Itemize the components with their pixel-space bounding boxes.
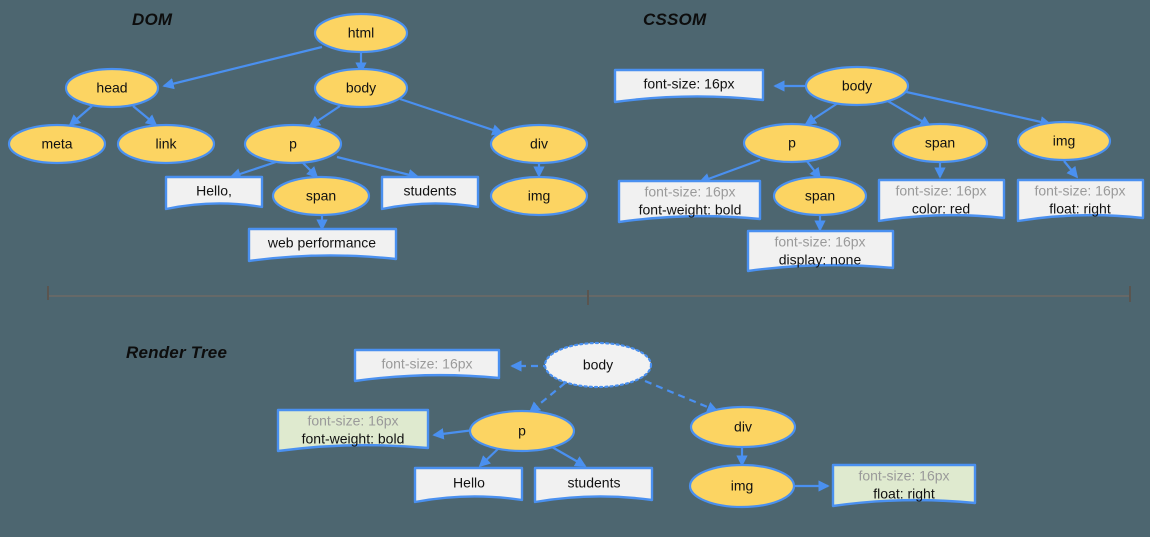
edge-body-img xyxy=(901,89,1052,128)
cssom-node-body[interactable]: body xyxy=(804,65,910,107)
edge-p-students xyxy=(336,155,420,181)
edge-body-p xyxy=(528,382,566,414)
cssom-node-span-1[interactable]: span xyxy=(891,122,989,164)
edge-head-link xyxy=(132,105,158,127)
dom-node-link[interactable]: link xyxy=(116,123,216,165)
dom-node-p-label: p xyxy=(289,136,297,152)
render-rule-img-line-2: float: right xyxy=(873,486,935,502)
dom-text-hello[interactable]: Hello, xyxy=(164,175,264,211)
cssom-rule-img-line-2: float: right xyxy=(1049,201,1111,217)
cssom-rule-p-line-2: font-weight: bold xyxy=(639,202,742,218)
dom-node-body-label: body xyxy=(346,80,376,96)
edge-body-p xyxy=(804,102,839,125)
cssom-node-span-1-label: span xyxy=(925,135,955,151)
render-node-img[interactable]: img xyxy=(688,463,796,509)
render-tree-edges xyxy=(432,360,830,492)
cssom-rule-span-2-line-1: font-size: 16px xyxy=(774,234,865,250)
edge-p-span xyxy=(302,162,319,179)
dom-node-div-label: div xyxy=(530,136,548,152)
render-rule-p-line-1: font-size: 16px xyxy=(307,413,398,429)
cssom-node-span-2-label: span xyxy=(805,188,835,204)
dom-node-img[interactable]: img xyxy=(489,175,589,217)
dom-node-div[interactable]: div xyxy=(489,123,589,165)
render-node-div-label: div xyxy=(734,419,752,435)
render-rule-p[interactable]: font-size: 16px font-weight: bold xyxy=(276,408,430,453)
render-tree-section: Render Tree body p div img xyxy=(126,341,977,509)
cssom-rule-span-1[interactable]: font-size: 16px color: red xyxy=(877,178,1006,223)
render-rule-img-line-1: font-size: 16px xyxy=(858,468,949,484)
cssom-node-img-label: img xyxy=(1053,133,1076,149)
edge-p-students xyxy=(551,446,587,467)
render-node-body-label: body xyxy=(583,357,613,373)
render-node-img-label: img xyxy=(731,478,754,494)
dom-section: DOM html head body xyxy=(7,10,589,263)
render-text-hello-label: Hello xyxy=(453,475,485,491)
dom-node-span[interactable]: span xyxy=(271,175,371,217)
edge-img-rule xyxy=(1063,160,1079,179)
edge-body-div xyxy=(644,379,719,413)
render-tree-title: Render Tree xyxy=(126,343,227,362)
render-node-p[interactable]: p xyxy=(468,409,576,453)
cssom-node-p[interactable]: p xyxy=(742,122,842,164)
dom-text-webperformance[interactable]: web performance xyxy=(247,227,398,263)
dom-text-hello-label: Hello, xyxy=(196,183,232,199)
render-rule-body-line-1: font-size: 16px xyxy=(381,356,472,372)
cssom-edges xyxy=(698,80,1079,232)
cssom-rule-span-1-line-2: color: red xyxy=(912,201,970,217)
cssom-node-p-label: p xyxy=(788,135,796,151)
edge-body-div xyxy=(399,97,504,136)
dom-node-body[interactable]: body xyxy=(313,67,409,109)
dom-text-webperformance-label: web performance xyxy=(267,235,376,251)
render-rule-body[interactable]: font-size: 16px xyxy=(353,348,501,383)
edge-html-head xyxy=(162,45,323,90)
cssom-node-img[interactable]: img xyxy=(1016,120,1112,162)
render-rule-img[interactable]: font-size: 16px float: right xyxy=(831,463,977,508)
render-node-body[interactable]: body xyxy=(543,341,653,389)
cssom-node-span-2[interactable]: span xyxy=(772,175,868,217)
dom-node-link-label: link xyxy=(155,136,177,152)
edge-p-span2 xyxy=(805,159,822,180)
cssom-section: CSSOM body p span img xyxy=(613,10,1145,273)
section-divider xyxy=(47,286,1131,305)
render-text-hello[interactable]: Hello xyxy=(413,466,524,504)
edge-body-p xyxy=(308,105,341,127)
edge-p-rule xyxy=(432,428,475,440)
dom-node-head-label: head xyxy=(96,80,127,96)
edge-p-rule xyxy=(698,158,761,185)
cssom-rule-body[interactable]: font-size: 16px xyxy=(613,68,765,104)
dom-node-meta-label: meta xyxy=(41,136,72,152)
cssom-rule-body-line-1: font-size: 16px xyxy=(643,76,734,92)
dom-node-html[interactable]: html xyxy=(313,12,409,54)
cssom-rule-p[interactable]: font-size: 16px font-weight: bold xyxy=(617,179,762,224)
dom-node-span-label: span xyxy=(306,188,336,204)
edge-head-meta xyxy=(68,105,93,127)
render-node-p-label: p xyxy=(518,423,526,439)
cssom-title: CSSOM xyxy=(643,10,707,29)
dom-node-p[interactable]: p xyxy=(243,123,343,165)
cssom-rule-span-2[interactable]: font-size: 16px display: none xyxy=(746,229,895,273)
edge-p-hello xyxy=(478,446,501,468)
dom-node-head[interactable]: head xyxy=(64,67,160,109)
cssom-rule-p-line-1: font-size: 16px xyxy=(644,184,735,200)
render-node-div[interactable]: div xyxy=(689,405,797,449)
edge-body-span xyxy=(885,99,932,127)
render-text-students[interactable]: students xyxy=(533,466,654,504)
cssom-rule-img-line-1: font-size: 16px xyxy=(1034,183,1125,199)
render-text-students-label: students xyxy=(568,475,621,491)
dom-text-students-label: students xyxy=(404,183,457,199)
edge-p-hello xyxy=(229,160,277,180)
cssom-rule-img[interactable]: font-size: 16px float: right xyxy=(1016,178,1145,223)
cssom-node-body-label: body xyxy=(842,78,872,94)
dom-title: DOM xyxy=(132,10,173,29)
cssom-rule-span-2-line-2: display: none xyxy=(779,252,862,268)
dom-text-students[interactable]: students xyxy=(380,175,480,211)
dom-node-html-label: html xyxy=(348,25,374,41)
cssom-rule-span-1-line-1: font-size: 16px xyxy=(895,183,986,199)
dom-node-img-label: img xyxy=(528,188,551,204)
render-rule-p-line-2: font-weight: bold xyxy=(302,431,405,447)
dom-node-meta[interactable]: meta xyxy=(7,123,107,165)
